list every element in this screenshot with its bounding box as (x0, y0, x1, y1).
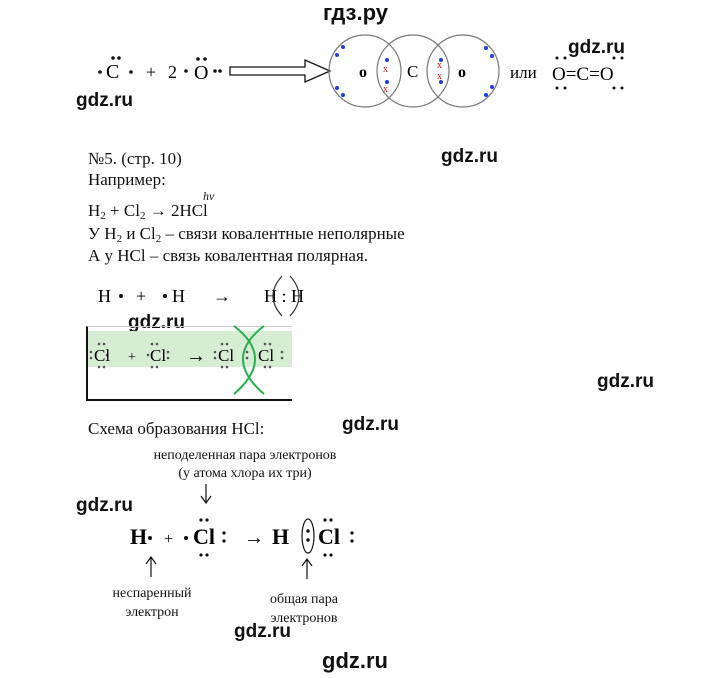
unpaired-electron-label: электрон (125, 605, 179, 620)
oxygen-shell (328, 34, 402, 108)
hcl-formation-diagram: H + Cl → H Cl (130, 484, 354, 579)
watermark: gdz.ru (234, 621, 291, 642)
chlorine-symbol: Cl (218, 346, 234, 365)
electron-dot (490, 54, 494, 58)
oxygen-label: o (458, 64, 466, 81)
overlap-arc (242, 325, 265, 395)
hydrogen-symbol: H (272, 524, 289, 549)
watermark: gdz.ru (597, 371, 654, 392)
reaction-arrow-icon (229, 59, 332, 83)
shared-pair-label: электронов (270, 611, 338, 626)
watermark: gdz.ru (128, 312, 185, 333)
statement-polar: А у HCl – связь ковалентная полярная. (88, 246, 369, 265)
reaction-arrow: → (186, 345, 206, 367)
electron-cross: x (383, 84, 388, 95)
chlorine-symbol: Cl (258, 346, 274, 365)
carbon-label: C (407, 62, 418, 81)
electron-dot (484, 46, 488, 50)
electron-cross: x (437, 71, 442, 82)
reaction-arrow: → (213, 286, 231, 306)
electron-dot (117, 56, 121, 60)
oxygen-symbol: O (194, 62, 208, 84)
oxygen-shell (426, 34, 500, 108)
hydrogen-symbol: H (98, 286, 111, 306)
unpaired-electron-label: неспаренный (112, 586, 192, 601)
co2-formation-diagram: C + 2 O o C o x x x x или O=C=O (98, 34, 624, 108)
task-number: №5. (стр. 10) (88, 149, 182, 168)
electron-dot (335, 86, 339, 90)
electron-dot (213, 69, 217, 73)
light-energy-label: hν (203, 189, 215, 203)
watermark-bottom: gdz.ru (322, 648, 388, 673)
watermark: gdz.ru (441, 146, 498, 167)
watermark-top: гдз.ру (323, 0, 388, 25)
reaction-equation: H2 + Cl2 → 2HCl (88, 201, 208, 222)
reaction-arrow: → (244, 527, 264, 549)
watermark: gdz.ru (76, 90, 133, 111)
electron-dot (439, 58, 443, 62)
carbon-symbol: C (106, 61, 119, 83)
electron-dot (341, 93, 345, 97)
electron-dot (184, 69, 188, 73)
chlorine-symbol: Cl (150, 346, 166, 365)
oxygen-label: o (359, 64, 367, 81)
shared-pair-label: общая пара (270, 592, 338, 607)
electron-dot (218, 69, 222, 73)
electron-dot (385, 58, 389, 62)
electron-dot (119, 294, 123, 298)
electron-dot (335, 53, 339, 57)
hydrogen-symbol: H (172, 286, 185, 306)
electron-dot (98, 70, 102, 74)
electron-dot (484, 93, 488, 97)
cl2-formation-box (86, 326, 292, 401)
lone-pair-note-detail: (у атома хлора их три) (178, 466, 312, 481)
chlorine-symbol: Cl (318, 524, 340, 549)
plus-sign: + (136, 286, 146, 306)
or-label: или (510, 63, 537, 82)
arrow-up-icon (145, 555, 157, 565)
cl2-formation-diagram: Cl + Cl → Cl Cl (89, 325, 284, 395)
electron-dot (148, 536, 152, 540)
plus-sign: + (164, 531, 173, 548)
carbon-shell (376, 34, 450, 108)
electron-dot (490, 85, 494, 89)
hcl-scheme-title: Схема образования HCl: (88, 419, 265, 438)
plus-sign: + (146, 62, 156, 82)
electron-dot (111, 56, 115, 60)
electron-dot (439, 80, 443, 84)
electron-dot (385, 80, 389, 84)
statement-nonpolar: У H2 и Cl2 – связи ковалентные неполярны… (88, 224, 405, 245)
electron-dot (163, 294, 167, 298)
electron-dot (203, 57, 207, 61)
arrow-down-icon (200, 495, 212, 505)
chlorine-symbol: Cl (193, 524, 215, 549)
electron-dot (184, 536, 188, 540)
watermark: gdz.ru (342, 414, 399, 435)
hydrogen-symbol: H (130, 524, 147, 549)
plus-sign: + (128, 350, 136, 365)
shared-pair-oval (301, 518, 315, 554)
chlorine-symbol: Cl (94, 346, 110, 365)
example-label: Например: (88, 170, 166, 189)
electron-dot (196, 57, 200, 61)
electron-cross: x (383, 64, 388, 75)
lone-pair-note: неподеленная пара электронов (153, 448, 337, 463)
electron-cross: x (437, 60, 442, 71)
watermark: gdz.ru (76, 495, 133, 516)
electron-dot (129, 70, 133, 74)
overlap-arc (233, 325, 256, 395)
arrow-up-icon (301, 557, 313, 567)
electron-dot (341, 45, 345, 49)
co2-structural-formula: O=C=O (552, 64, 614, 85)
watermark: gdz.ru (568, 37, 625, 58)
h2-formation-diagram: H + H → H : H (98, 275, 304, 317)
coefficient: 2 (168, 62, 177, 82)
